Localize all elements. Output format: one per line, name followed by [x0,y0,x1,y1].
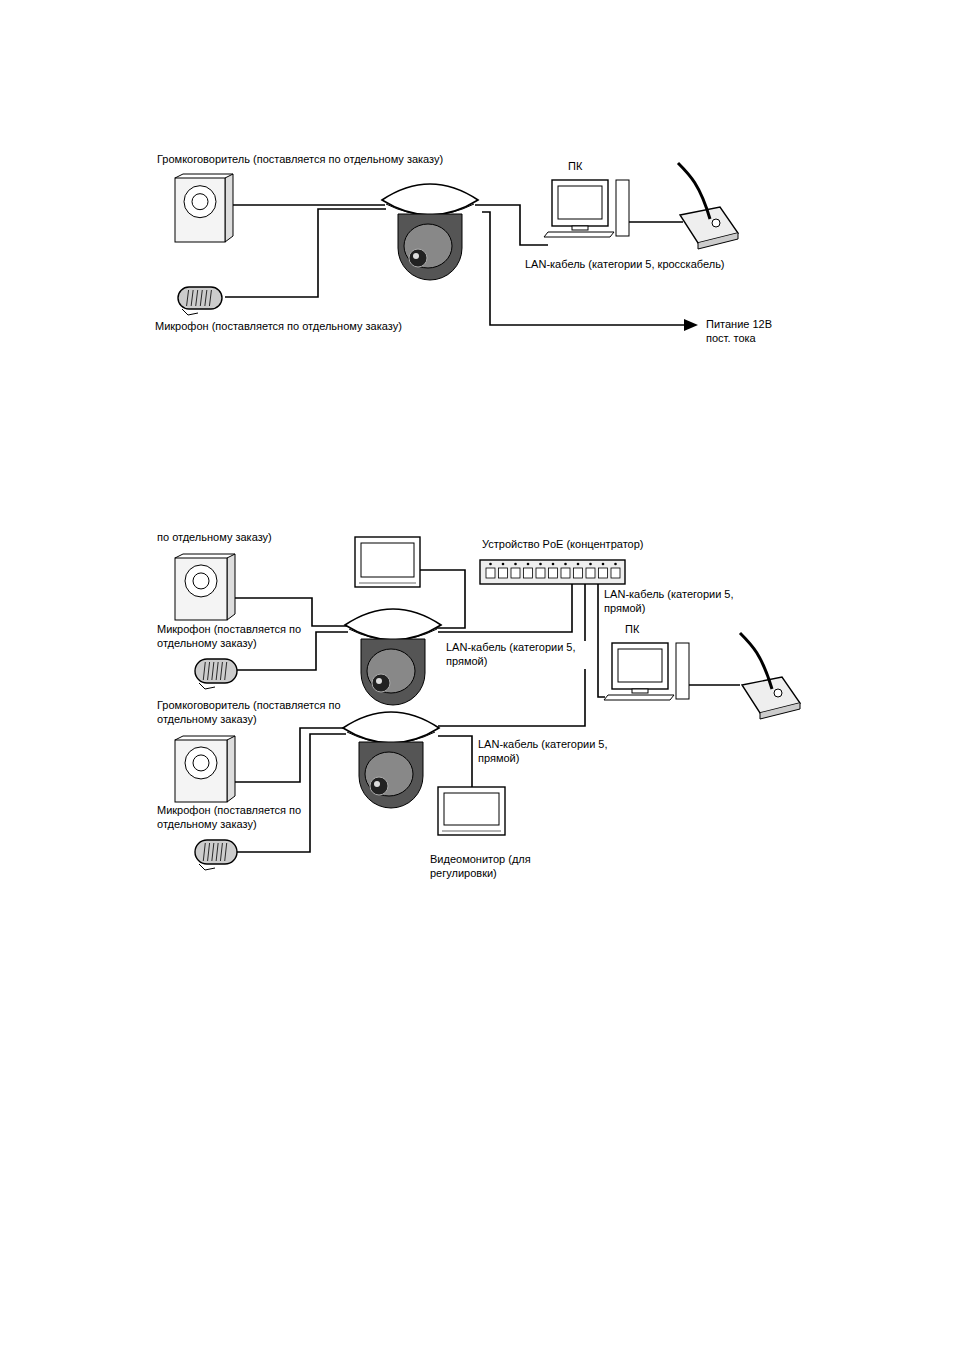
pc-illustration [604,643,689,700]
monitor-illustration [355,537,420,587]
device-node: Громкоговоритель (поставляется по отдель… [175,175,233,243]
device-label: ПК [625,623,639,637]
desk-microphone-illustration [740,633,800,719]
wire [438,736,472,787]
device-node: ПК [544,178,632,240]
microphone-illustration [195,840,237,870]
monitor-illustration [438,787,505,835]
microphone-illustration [195,659,237,689]
device-node: Микрофон (поставляется по отдельному зак… [193,838,239,868]
wire [685,685,740,686]
cable-label: Питание 12В пост. тока [706,318,781,346]
device-label: Микрофон (поставляется по отдельному зак… [157,623,307,651]
camera-illustration [345,609,441,705]
device-node: Микрофон (поставляется по отдельному зак… [176,284,226,314]
wire [235,728,346,782]
device-node: Микрофон (поставляется по отдельному зак… [193,657,239,687]
cable-label: LAN-кабель (категории 5, прямой) [446,641,591,669]
camera-illustration [382,184,478,280]
speaker-illustration [175,554,235,620]
speaker-illustration [175,174,233,242]
wire [237,734,346,852]
camera-illustration [343,712,439,808]
device-label: Видеомонитор (для регулировки) [430,853,540,881]
pc-illustration [544,180,629,237]
device-label: Микрофон (поставляется по отдельному зак… [155,320,402,334]
wire [235,598,348,626]
cable-label: LAN-кабель (категории 5, кросскабель) [525,258,725,272]
speaker-illustration [175,736,235,802]
microphone-illustration [178,287,222,315]
device-node: ПК [605,641,692,703]
device-label: ПК [568,160,582,174]
device-label: по отдельному заказу) [157,531,272,545]
wire [475,205,548,245]
desk-microphone-illustration [678,163,738,249]
device-node: Видеомонитор (для регулировки) [436,785,508,837]
cable-label: LAN-кабель (категории 5, прямой) [604,588,739,616]
device-node: Громкоговоритель (поставляется по отдель… [175,735,235,803]
cable-label: LAN-кабель (категории 5, прямой) [478,738,628,766]
device-node: Устройство PoE (концентратор) [480,560,625,584]
wire [438,584,572,632]
device-label: Громкоговоритель (поставляется по отдель… [157,153,443,167]
arrow-head [684,319,698,331]
wire [225,209,386,297]
device-label: Устройство PoE (концентратор) [482,538,643,552]
wire [628,222,683,223]
poe-hub-illustration [480,560,625,584]
device-node: по отдельному заказу) [175,553,235,621]
device-label: Микрофон (поставляется по отдельному зак… [157,804,307,832]
wire [233,205,385,206]
device-label: Громкоговоритель (поставляется по отдель… [157,699,357,727]
